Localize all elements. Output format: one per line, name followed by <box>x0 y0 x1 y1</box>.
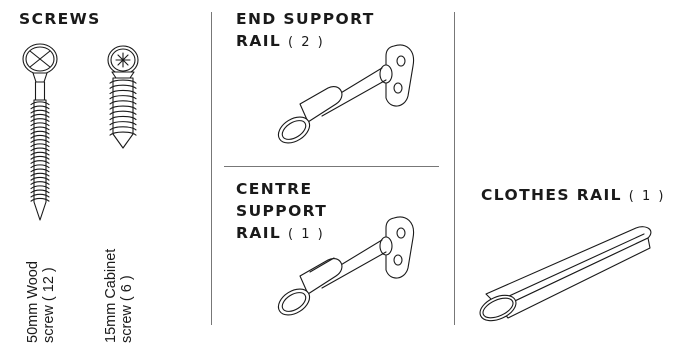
end-support-rail-heading: END SUPPORT RAIL ( 2 ) <box>236 10 375 50</box>
cabinet-screw-illustration <box>107 45 139 79</box>
cabinet-screw-label: 15mm Cabinet screw ( 6 ) <box>103 248 135 343</box>
clothes-rail-illustration <box>479 226 652 322</box>
vertical-divider-right <box>454 12 455 325</box>
centre-support-rail-heading: CENTRE SUPPORT RAIL ( 1 ) <box>236 180 328 242</box>
vertical-divider-left <box>211 12 212 325</box>
cabinet-screw-thread <box>109 77 137 149</box>
wood-screw-label: 50mm Wood screw ( 12 ) <box>25 261 57 343</box>
screws-heading: SCREWS <box>19 10 101 28</box>
wood-screw-illustration <box>22 43 58 101</box>
horizontal-divider <box>224 166 439 167</box>
wood-screw-thread <box>30 99 50 221</box>
centre-support-rail-illustration <box>277 216 415 316</box>
end-support-rail-illustration <box>277 44 415 144</box>
clothes-rail-heading: CLOTHES RAIL ( 1 ) <box>481 186 666 204</box>
